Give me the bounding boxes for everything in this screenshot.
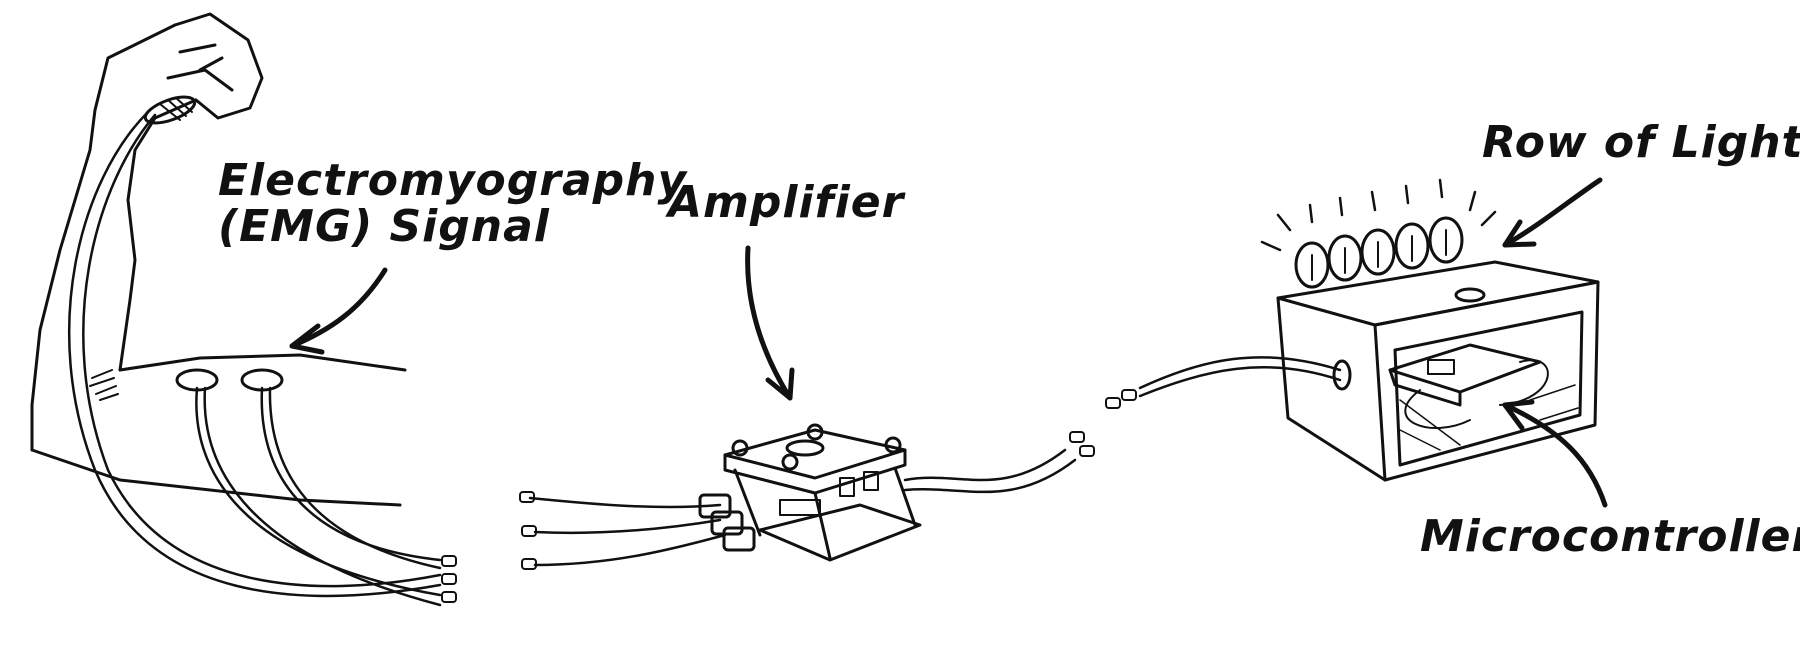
lights-arrow [1502,177,1603,248]
microcontroller-arrow [1502,399,1608,508]
amplifier-board [519,423,1095,570]
flexed-arm [30,12,457,607]
light-box [1276,260,1600,482]
emg-arrow [289,267,388,355]
light-bulbs [1260,178,1497,289]
emg-signal-label: Electromyography (EMG) Signal [218,155,688,253]
row-of-lights-label: Row of Lights [1482,117,1800,168]
amplifier-label: Amplifier [668,177,905,228]
microcontroller-label: Microcontroller [1420,511,1800,562]
box-cable [1105,356,1342,409]
amplifier-arrow [745,245,795,401]
emg-label-line1: Electromyography [218,155,688,206]
emg-label-line2: (EMG) Signal [218,201,550,253]
